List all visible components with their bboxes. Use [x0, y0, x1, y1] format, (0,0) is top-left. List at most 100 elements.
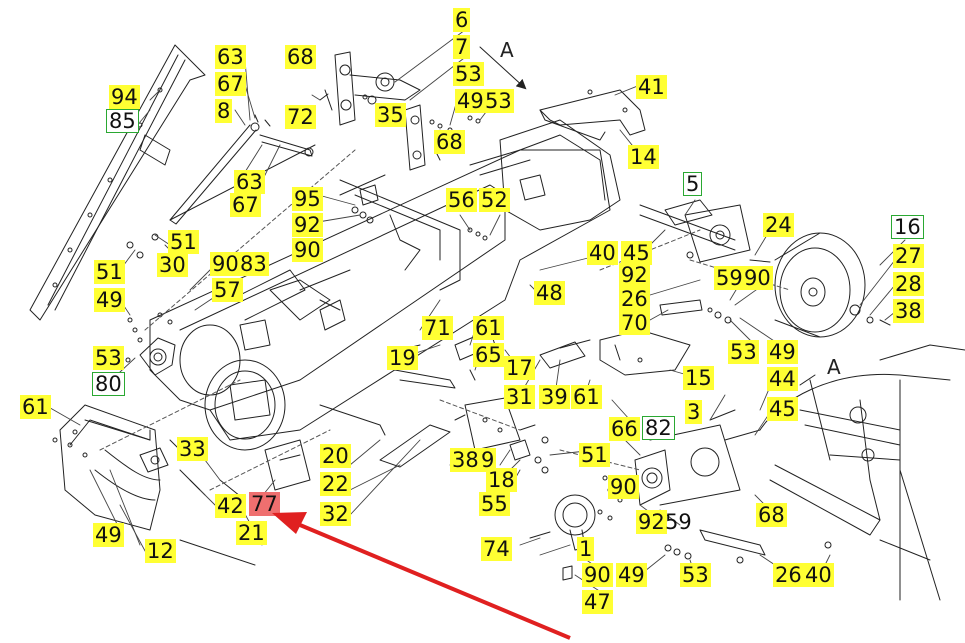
- callout-61b: 61: [571, 385, 602, 409]
- callout-53e: 53: [680, 563, 711, 587]
- pulley-16-part: [749, 232, 891, 338]
- callout-67a: 67: [215, 72, 246, 96]
- shaft-5-part: [639, 199, 751, 263]
- callout-24: 24: [763, 213, 794, 237]
- callout-92b: 92: [619, 263, 650, 287]
- callout-27: 27: [893, 244, 924, 268]
- callout-95: 95: [292, 187, 323, 211]
- callout-49a: 49: [455, 89, 486, 113]
- callout-80: 80: [92, 372, 125, 396]
- callout-53b: 53: [483, 89, 514, 113]
- callout-92c: 92: [636, 510, 667, 534]
- callout-45a: 45: [621, 241, 652, 265]
- callout-61a: 61: [473, 316, 504, 340]
- callout-3: 3: [685, 400, 703, 424]
- callout-90e: 90: [582, 563, 613, 587]
- callout-74: 74: [481, 537, 512, 561]
- callout-53a: 53: [453, 62, 484, 86]
- callout-68b: 68: [434, 130, 465, 154]
- callout-40: 40: [587, 241, 618, 265]
- callout-51a: 51: [168, 230, 199, 254]
- guard-14-part: [539, 89, 646, 141]
- callout-31: 31: [504, 385, 535, 409]
- callout-49e: 49: [616, 563, 647, 587]
- callout-63a: 63: [215, 45, 246, 69]
- callout-70: 70: [619, 311, 650, 335]
- callout-51c: 51: [579, 443, 610, 467]
- callout-65: 65: [473, 343, 504, 367]
- callout-18: 18: [486, 468, 517, 492]
- bracket-6-7-part: [319, 51, 426, 171]
- fastener-cluster: [339, 115, 488, 241]
- callout-92a: 92: [292, 213, 323, 237]
- callout-38a: 38: [893, 299, 924, 323]
- callout-55: 55: [479, 492, 510, 516]
- callout-90b: 90: [210, 252, 241, 276]
- callout-26b: 26: [773, 563, 804, 587]
- callout-82: 82: [642, 416, 675, 440]
- callout-30: 30: [157, 253, 188, 277]
- callout-68c: 68: [756, 503, 787, 527]
- callout-41: 41: [636, 75, 667, 99]
- callout-35: 35: [375, 103, 406, 127]
- callout-5: 5: [683, 172, 703, 196]
- callout-20: 20: [320, 444, 351, 468]
- callout-72: 72: [285, 105, 316, 129]
- callout-32: 32: [320, 502, 351, 526]
- callout-22: 22: [320, 472, 351, 496]
- callout-90c: 90: [742, 266, 773, 290]
- callout-49b: 49: [94, 288, 125, 312]
- view-marker-a-top: A: [500, 38, 514, 62]
- callout-90a: 90: [292, 238, 323, 262]
- callout-8: 8: [215, 99, 233, 123]
- callout-49c: 49: [767, 340, 798, 364]
- callout-6: 6: [453, 8, 471, 32]
- callout-14: 14: [628, 145, 659, 169]
- callout-56: 56: [446, 188, 477, 212]
- plate-26-part: [664, 529, 832, 564]
- callout-48: 48: [534, 281, 565, 305]
- callout-68a: 68: [285, 45, 316, 69]
- callout-7: 7: [453, 35, 471, 59]
- callout-38b: 38: [450, 448, 481, 472]
- callout-39: 39: [539, 385, 570, 409]
- callout-59b: 59: [665, 510, 692, 534]
- callout-17: 17: [504, 356, 535, 380]
- callout-52: 52: [479, 188, 510, 212]
- guard-12-part: [52, 404, 256, 566]
- callout-83: 83: [238, 252, 269, 276]
- callout-51b: 51: [94, 260, 125, 284]
- callout-77-highlighted: 77: [249, 492, 280, 516]
- callout-85: 85: [106, 109, 139, 133]
- callout-59a: 59: [714, 266, 745, 290]
- callout-47: 47: [582, 590, 613, 614]
- callout-42: 42: [215, 494, 246, 518]
- callout-19: 19: [387, 346, 418, 370]
- callout-9: 9: [479, 448, 497, 472]
- callout-66: 66: [609, 417, 640, 441]
- bar-85-part: [29, 44, 206, 321]
- callout-16: 16: [891, 215, 924, 239]
- callout-61c: 61: [20, 395, 51, 419]
- callout-1: 1: [577, 537, 595, 561]
- callout-63b: 63: [234, 170, 265, 194]
- callout-53c: 53: [93, 346, 124, 370]
- plate-38-9-part: [454, 397, 549, 474]
- callout-53d: 53: [728, 340, 759, 364]
- callout-45b: 45: [767, 397, 798, 421]
- callout-49d: 49: [93, 523, 124, 547]
- callout-71: 71: [422, 316, 453, 340]
- callout-33: 33: [177, 437, 208, 461]
- callout-28: 28: [893, 272, 924, 296]
- callout-90d: 90: [608, 475, 639, 499]
- callout-15: 15: [683, 366, 714, 390]
- callout-21: 21: [236, 521, 267, 545]
- callout-44: 44: [767, 367, 798, 391]
- callout-94: 94: [109, 85, 140, 109]
- callout-57: 57: [212, 278, 243, 302]
- callout-40b: 40: [803, 563, 834, 587]
- bearing-80-part: [117, 233, 176, 376]
- view-marker-a-right: A: [827, 355, 841, 379]
